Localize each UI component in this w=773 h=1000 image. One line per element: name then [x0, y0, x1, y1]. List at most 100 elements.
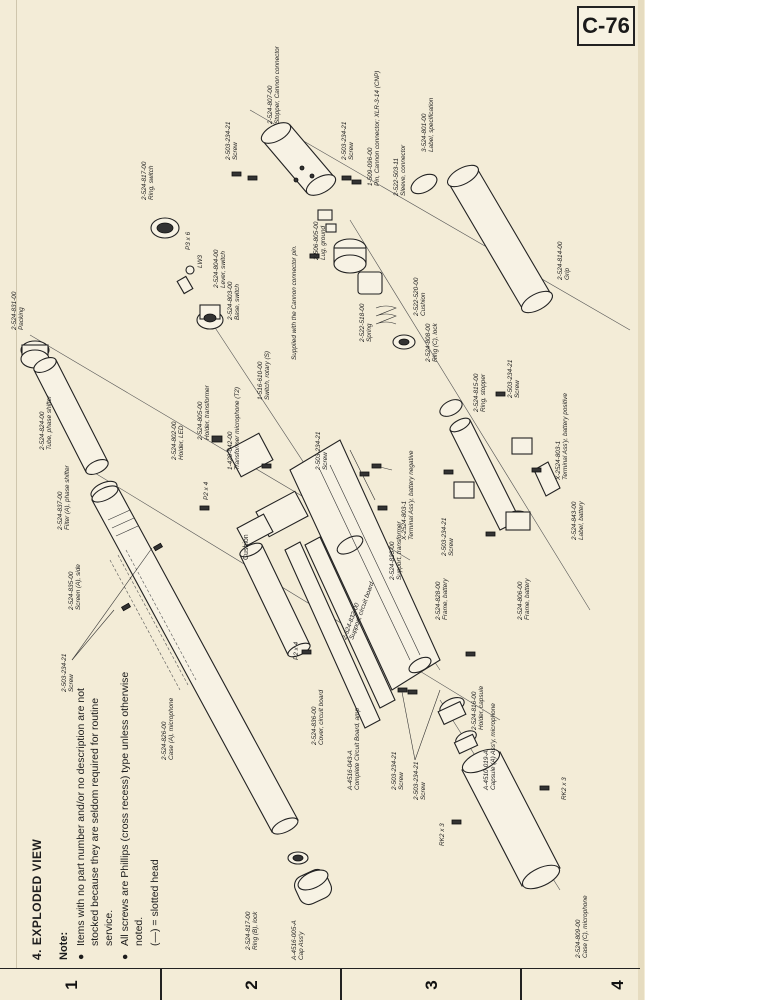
- label-ring-stopper-num: 2-524-815-00: [473, 373, 480, 413]
- label-screw-top-b-desc: Screw: [348, 142, 355, 160]
- screw-part: [407, 689, 550, 825]
- label-holder-capsule-num: 2-524-816-00: [471, 691, 478, 731]
- label-case-c-num: 2-524-809-00: [575, 919, 582, 959]
- terminal-negative-part: [453, 481, 475, 499]
- label-transformer-num: 1-429-042-00: [227, 431, 234, 470]
- alignment-line: [249, 109, 631, 331]
- margin-rule: [16, 0, 17, 968]
- label-p2x4-b: P2 x 4: [293, 641, 300, 660]
- label-packing-desc: Packing: [18, 307, 25, 330]
- ring-switch-part: [150, 217, 180, 239]
- label-screw-bottom-desc: Screw: [398, 772, 405, 790]
- label-grip-desc: Grip: [564, 267, 571, 280]
- ring-c-lock-part: [392, 334, 416, 350]
- label-grip-num: 2-524-814-00: [557, 241, 564, 281]
- zone-divider: [340, 968, 342, 1000]
- leader-lines: [71, 449, 441, 761]
- label-sleeve-num: 2-522-503-11: [393, 158, 400, 197]
- label-term-neg-desc: Terminal Ass'y, battery negative: [408, 450, 415, 540]
- spring-part: [375, 305, 397, 325]
- label-lever-num: 2-524-804-00: [213, 249, 220, 289]
- part-labels: 2-524-831-00 Packing 2-524-824-00 Tube, …: [11, 45, 589, 961]
- holder-capsule-part: [437, 697, 467, 726]
- note-label: Note:: [58, 931, 70, 960]
- label-packing-num: 2-524-831-00: [11, 291, 18, 331]
- label-cap-num: A-4516-005-A: [291, 920, 298, 961]
- alignment-line: [349, 219, 591, 611]
- note-subtext: (—) = slotted head: [149, 859, 161, 946]
- holder-led-part: [211, 435, 223, 443]
- transformer-part: [226, 432, 309, 547]
- note-item: ● Items with no part number and/or no de…: [74, 660, 116, 960]
- page-number: C-76: [577, 6, 635, 46]
- label-filter-num: 2-524-837-00: [57, 491, 64, 531]
- label-lug-num: 2-506-805-00: [313, 221, 320, 261]
- zone-number: 4: [608, 980, 627, 990]
- label-lug-desc: Lug, ground: [320, 225, 327, 260]
- zone-strip: [0, 968, 640, 1000]
- capsule-assy-part: [453, 730, 479, 755]
- label-lever-desc: Lever, switch: [220, 251, 227, 288]
- note-item-text: All screws are Phillips (cross recess) t…: [119, 671, 145, 946]
- label-term-pos-desc: Terminal Ass'y, battery positive: [562, 393, 569, 480]
- zone-divider: [520, 968, 522, 1000]
- label-ring-c-desc: Ring (C), lock: [432, 322, 439, 362]
- note-item: ● All screws are Phillips (cross recess)…: [118, 660, 146, 960]
- bullet-icon: ●: [119, 953, 131, 960]
- label-case-a-num: 2-524-826-00: [161, 721, 168, 761]
- sleeve-ring-part: [410, 173, 438, 195]
- label-frame-batt2-num: 2-524-806-00: [517, 581, 524, 621]
- label-sleeve-desc: Sleeve, connector: [400, 144, 407, 196]
- base-switch-part: [196, 304, 224, 330]
- label-rotary-desc: Switch, rotary (S): [264, 351, 271, 400]
- label-screw-bottom-num: 2-503-234-21: [391, 751, 398, 791]
- section-title: 4. EXPLODED VIEW: [30, 838, 44, 960]
- label-cushion-r-desc: Cushion: [420, 292, 427, 316]
- label-screw-low-num: 2-503-234-21: [413, 761, 420, 801]
- label-label-batt-desc: Label, battery: [578, 500, 585, 540]
- label-screw-mid-num: 2-503-234-21: [315, 431, 322, 471]
- lever-switch-part: [176, 265, 195, 295]
- label-cap-desc: Cap Ass'y: [298, 931, 305, 960]
- label-filter-desc: Filter (A), phase shifter: [64, 464, 71, 530]
- label-screen-desc: Screen (A), side: [75, 564, 82, 610]
- label-support-trans-desc: Support, transformer: [396, 521, 403, 580]
- label-ring-c-num: 2-524-808-00: [425, 323, 432, 363]
- label-rk2x3-a: RK2 x 3: [439, 823, 446, 846]
- label-p2x4-a: P2 x 4: [203, 481, 210, 500]
- label-pin-desc: Pin, Cannon connector; XLR-3-14 (CNP): [374, 71, 381, 186]
- cap-assy-part: [293, 868, 333, 906]
- label-tube-desc: Tube, phase shifter: [46, 395, 53, 450]
- label-spring-num: 2-522-518-00: [359, 303, 366, 343]
- label-screw-top-a-num: 2-503-234-21: [225, 121, 232, 161]
- label-frame-batt-desc: Frame, battery: [442, 578, 449, 620]
- bullet-icon: ●: [75, 953, 87, 960]
- label-supplied-note: Supplied with the Cannon connector pin.: [291, 245, 298, 360]
- label-ring-stopper-desc: Ring, stopper: [480, 373, 487, 412]
- label-transformer-desc: Transformer microphone (T2): [234, 387, 241, 470]
- ring-stopper-part: [439, 399, 463, 417]
- label-support-trans-num: 2-524-833-00: [389, 541, 396, 581]
- label-screw-mid-desc: Screw: [322, 452, 329, 470]
- label-screw-left-num: 2-503-234-21: [61, 653, 68, 693]
- label-frame-batt-num: 2-524-828-00: [435, 581, 442, 621]
- label-spring-desc: Spring: [366, 323, 373, 342]
- label-ring-b-num: 2-524-817-00: [245, 911, 252, 951]
- label-tube-num: 2-524-824-00: [39, 411, 46, 451]
- label-cover-cb-desc: Cover, circuit board: [318, 690, 325, 745]
- zone-number: 3: [422, 980, 441, 990]
- label-term-pos-num: X-2524-803-1: [555, 440, 562, 481]
- label-rotary-num: 1-516-610-00: [257, 361, 264, 400]
- label-screw-batt-num: 2-503-234-21: [507, 359, 514, 399]
- label-holder-trans-desc: Holder, transformer: [204, 384, 211, 440]
- sleeve-connector-part: [333, 238, 367, 274]
- label-screw-batt2-num: 2-503-234-21: [441, 517, 448, 557]
- cushion-part: [239, 542, 311, 658]
- label-screw-top-b-num: 2-503-234-21: [341, 121, 348, 161]
- label-ring-b-desc: Ring (B), lock: [252, 911, 259, 950]
- label-stopper-num: 2-524-807-00: [267, 85, 274, 125]
- label-p3x6: P3 x 6: [185, 231, 192, 250]
- label-stopper-desc: Stopper, Cannon connector: [274, 45, 281, 124]
- label-holder-led-desc: Holder, LED: [178, 425, 185, 460]
- label-screw-batt2-desc: Screw: [448, 538, 455, 556]
